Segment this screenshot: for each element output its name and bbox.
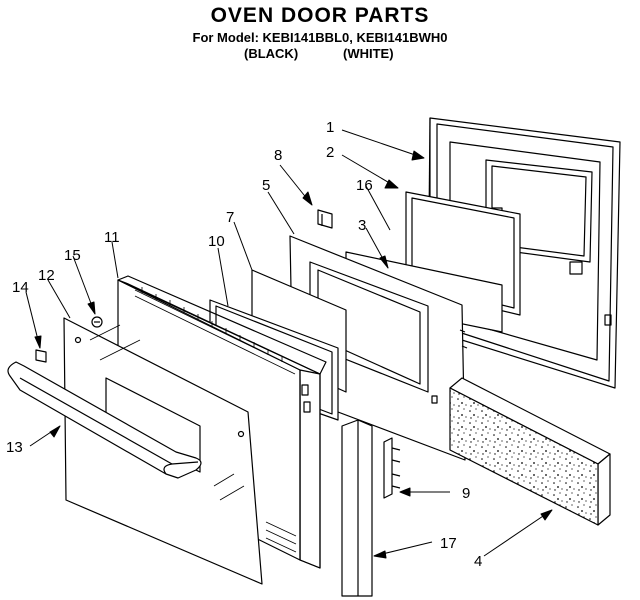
insulation [449, 377, 611, 526]
callout-15: 15 [64, 247, 81, 264]
variant-white-label: (WHITE) [343, 46, 394, 61]
callout-9: 9 [462, 485, 470, 502]
leader-lines [25, 129, 553, 559]
variant-black-label: (BLACK) [244, 46, 299, 61]
model-line: For Model: KEBI141BBL0, KEBI141BWH0 [192, 30, 448, 45]
callout-11: 11 [104, 229, 120, 246]
handle-bracket [35, 349, 47, 363]
callout-2: 2 [326, 144, 334, 161]
diagram-title: OVEN DOOR PARTS [210, 4, 430, 27]
screw [91, 316, 103, 328]
side-trim [341, 419, 373, 597]
callout-5: 5 [262, 177, 270, 194]
callout-labels: 1 2 16 8 5 3 7 10 11 15 12 14 13 9 4 17 [6, 119, 482, 570]
callout-1: 1 [326, 119, 334, 136]
callout-3: 3 [358, 217, 366, 234]
bracket [383, 437, 401, 499]
callout-12: 12 [38, 267, 55, 284]
callout-4: 4 [474, 553, 482, 570]
callout-10: 10 [208, 233, 225, 250]
callout-7: 7 [226, 209, 234, 226]
callout-16: 16 [356, 177, 373, 194]
callout-14: 14 [12, 279, 29, 296]
callout-17: 17 [440, 535, 457, 552]
door-handle [7, 361, 202, 479]
callout-13: 13 [6, 439, 23, 456]
retainer-clip [317, 209, 333, 229]
callout-8: 8 [274, 147, 282, 164]
